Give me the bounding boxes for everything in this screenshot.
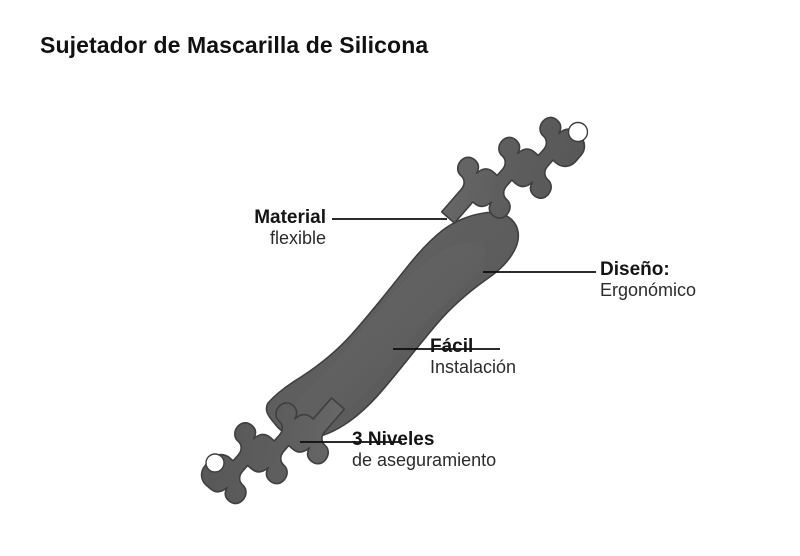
callout-niveles: 3 Niveles de aseguramiento bbox=[352, 429, 592, 472]
strap-body-highlight bbox=[294, 242, 486, 422]
callout-material-secondary: flexible bbox=[269, 228, 326, 249]
page-title: Sujetador de Mascarilla de Silicona bbox=[40, 32, 429, 58]
callout-facil: Fácil Instalación bbox=[430, 336, 590, 379]
callout-material: Material flexible bbox=[86, 207, 326, 250]
callout-facil-primary: Fácil bbox=[430, 336, 474, 357]
callout-diseno: Diseño: Ergonómico bbox=[600, 259, 790, 302]
callout-niveles-primary: 3 Niveles bbox=[352, 429, 435, 450]
callout-niveles-secondary: de aseguramiento bbox=[352, 450, 497, 471]
callout-facil-secondary: Instalación bbox=[430, 357, 517, 378]
mounting-hole-lower bbox=[205, 453, 225, 473]
callout-material-primary: Material bbox=[254, 207, 326, 228]
mounting-hole-upper bbox=[567, 121, 589, 143]
callout-diseno-primary: Diseño: bbox=[600, 259, 670, 280]
callout-diseno-secondary: Ergonómico bbox=[600, 280, 697, 301]
